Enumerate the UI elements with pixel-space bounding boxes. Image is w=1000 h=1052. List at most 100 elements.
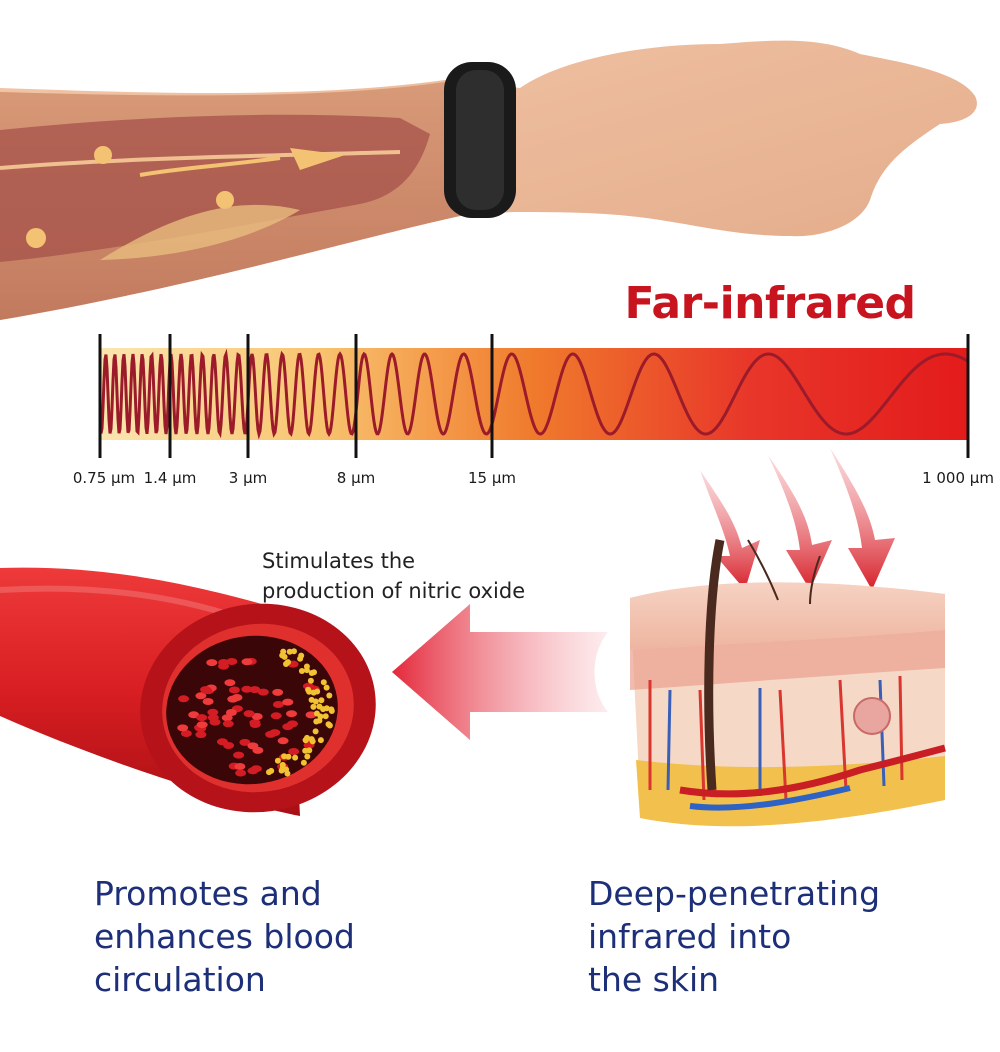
- plaque-particle: [303, 663, 310, 670]
- blood-cell: [277, 737, 289, 745]
- plaque-particle: [312, 728, 319, 735]
- arm-illustration: [0, 40, 977, 321]
- blood-cell: [221, 714, 233, 722]
- plaque-particle: [320, 706, 327, 713]
- blood-cell: [200, 686, 212, 694]
- plaque-particle: [308, 670, 315, 676]
- blood-cell: [226, 658, 238, 665]
- caption-line: the skin: [588, 960, 720, 999]
- plaque-particle: [279, 652, 286, 659]
- plaque-particle: [286, 648, 293, 655]
- infrared-arrows: [700, 448, 895, 590]
- plaque-particle: [279, 764, 286, 771]
- blood-cell: [178, 695, 190, 703]
- blood-cell: [177, 724, 189, 732]
- note-line: Stimulates the: [262, 549, 416, 573]
- blood-cell: [251, 713, 263, 720]
- caption-line: Deep-penetrating: [588, 874, 881, 913]
- blood-cell: [196, 714, 208, 722]
- blood-cell: [234, 763, 246, 770]
- plaque-particle: [308, 736, 315, 743]
- blood-cell: [288, 748, 300, 755]
- plaque-particle: [318, 697, 325, 704]
- blood-cell: [272, 688, 284, 696]
- plaque-particle: [281, 753, 288, 760]
- plaque-particle: [300, 759, 307, 766]
- plaque-particle: [322, 713, 329, 720]
- direction-arrow: [392, 604, 608, 740]
- note-line: production of nitric oxide: [262, 579, 526, 603]
- blood-cell: [270, 712, 282, 720]
- blood-cell: [218, 659, 230, 666]
- blood-cell: [286, 710, 297, 718]
- plaque-particle: [268, 767, 275, 774]
- plaque-particle: [307, 677, 314, 684]
- blood-cell: [222, 720, 234, 728]
- blood-cell: [196, 721, 208, 729]
- caption-line: infrared into: [588, 917, 792, 956]
- tick-label: 8 μm: [336, 469, 376, 487]
- blood-cell: [257, 688, 269, 696]
- plaque-particle: [320, 679, 327, 686]
- blood-cell: [227, 695, 239, 703]
- blood-cell: [282, 698, 294, 706]
- plaque-particle: [297, 655, 304, 662]
- plaque-particle: [317, 737, 324, 744]
- plaque-particle: [285, 753, 292, 760]
- spectrum-bar: [98, 334, 970, 458]
- blood-cell: [233, 751, 245, 759]
- tick-label: 0.75 μm: [72, 469, 136, 487]
- plaque-particle: [323, 684, 330, 691]
- tick-label: 1 000 μm: [922, 469, 994, 487]
- blood-cell: [241, 685, 253, 693]
- plaque-particle: [274, 757, 281, 764]
- caption-line: enhances blood: [94, 917, 355, 956]
- blood-cell: [265, 730, 277, 738]
- blood-cell: [228, 686, 240, 694]
- blood-cell: [195, 731, 207, 739]
- plaque-particle: [308, 696, 315, 703]
- plaque-particle: [326, 692, 333, 699]
- plaque-particle: [310, 689, 317, 696]
- blood-cell: [235, 769, 247, 777]
- blood-cell: [250, 765, 262, 773]
- nitric-oxide-note: Stimulates the production of nitric oxid…: [262, 546, 525, 606]
- tick-label: 15 μm: [467, 469, 517, 487]
- blood-cell: [272, 701, 284, 708]
- plaque-particle: [285, 659, 291, 666]
- blood-cell: [249, 719, 261, 727]
- blood-cell: [241, 658, 253, 666]
- caption-line: Promotes and: [94, 874, 322, 913]
- plaque-particle: [292, 754, 299, 761]
- circulation-caption: Promotes and enhances blood circulation: [94, 872, 474, 1001]
- blood-cell: [282, 723, 294, 731]
- blood-cell: [243, 710, 255, 718]
- plaque-particle: [326, 722, 333, 729]
- far-infrared-heading: Far-infrared: [624, 278, 916, 329]
- blood-cell: [202, 698, 214, 705]
- blood-vessel: [0, 567, 376, 816]
- blood-cell: [302, 682, 314, 690]
- blood-cell: [239, 738, 251, 746]
- blood-cell: [207, 714, 219, 722]
- blood-cell: [207, 708, 219, 716]
- blood-cell: [305, 711, 317, 719]
- blood-cell: [223, 742, 235, 749]
- plaque-particle: [328, 708, 335, 714]
- caption-line: circulation: [94, 960, 266, 999]
- blood-cell: [180, 730, 192, 737]
- tick-label: 1.4 μm: [143, 469, 197, 487]
- blood-cell: [188, 711, 200, 719]
- plaque-particle: [313, 710, 320, 717]
- blood-cell: [206, 659, 218, 667]
- tick-label: 3 μm: [228, 469, 268, 487]
- plaque-particle: [310, 703, 317, 710]
- skin-cross-section: [630, 539, 946, 827]
- plaque-particle: [313, 718, 320, 725]
- blood-cell: [247, 742, 259, 750]
- blood-cell: [225, 709, 237, 716]
- wavelength-wave: [98, 348, 969, 440]
- blood-cell: [249, 686, 261, 694]
- blood-cell: [224, 679, 236, 687]
